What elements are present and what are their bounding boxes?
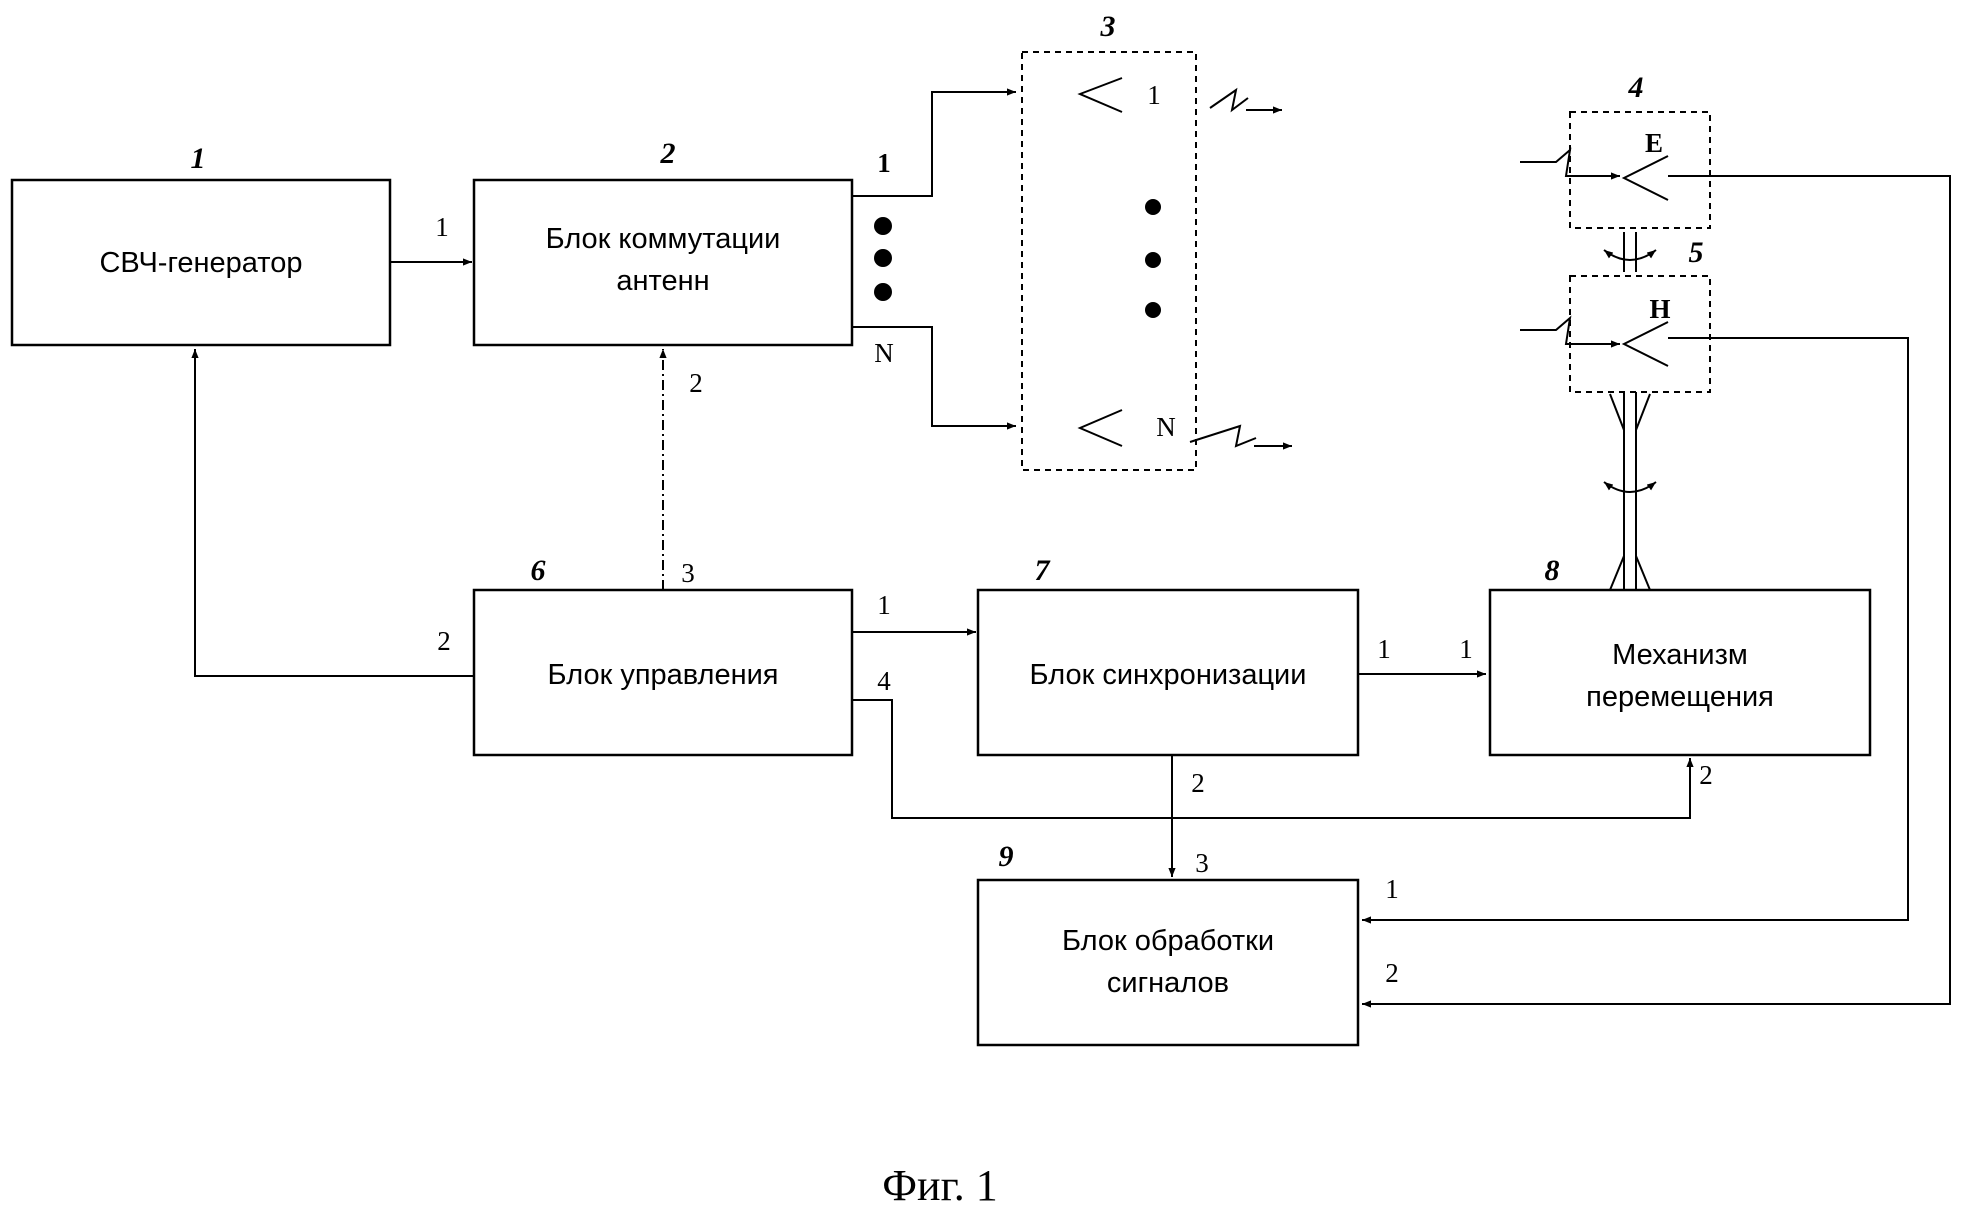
block-7-label: Блок синхронизации <box>1030 659 1307 691</box>
block-1-microwave-generator: СВЧ-генератор 1 <box>12 142 390 345</box>
port-label: N <box>874 338 894 368</box>
block-4-e-probe: 4 E <box>1520 71 1710 228</box>
port-label: 1 <box>877 148 891 178</box>
rotation-icon <box>1604 482 1656 492</box>
h-probe-incoming-icon <box>1520 318 1606 344</box>
port-label: 1 <box>435 212 449 242</box>
port-label: 1 <box>1459 634 1473 664</box>
ellipsis-dot <box>874 217 892 235</box>
block-5-number: 5 <box>1689 236 1704 269</box>
ellipsis-dot <box>874 249 892 267</box>
block-7-sync: Блок синхронизации 7 <box>978 554 1358 755</box>
port-label: 2 <box>1699 760 1713 790</box>
block-2-number: 2 <box>660 137 676 170</box>
ellipsis-dot <box>1145 252 1161 268</box>
e-probe-incoming-icon <box>1520 150 1606 176</box>
block-2-antenna-switch: Блок коммутации антенн 2 <box>474 137 852 345</box>
antenna-n-label: N <box>1156 412 1176 442</box>
block-8-number: 8 <box>1545 554 1560 587</box>
block-1-number: 1 <box>191 142 206 175</box>
block-3-number: 3 <box>1100 10 1116 43</box>
antenna-1-icon <box>1080 78 1122 112</box>
block-1-label: СВЧ-генератор <box>99 247 302 279</box>
block-2-label-line2: антенн <box>616 265 709 297</box>
h-probe-label: H <box>1649 294 1670 324</box>
port-label: 2 <box>437 626 451 656</box>
radiation-n-icon <box>1190 426 1256 446</box>
port-label: 1 <box>1385 874 1399 904</box>
port-label: 2 <box>1385 958 1399 988</box>
block-2-label-line1: Блок коммутации <box>546 223 781 255</box>
port-label: 1 <box>1377 634 1391 664</box>
block-9-signal-processing: Блок обработки сигналов 9 <box>978 840 1358 1045</box>
block-7-number: 7 <box>1035 554 1051 587</box>
ellipsis-dot <box>1145 302 1161 318</box>
port-label: 3 <box>681 558 695 588</box>
ellipsis-dot <box>874 283 892 301</box>
h-probe-antenna-icon <box>1624 322 1668 366</box>
block-6-label: Блок управления <box>548 659 779 691</box>
block-4-number: 4 <box>1628 71 1644 104</box>
block-9-label-line2: сигналов <box>1107 967 1229 999</box>
antenna-n-icon <box>1080 410 1122 446</box>
radiation-1-icon <box>1210 90 1248 110</box>
block-9-label-line1: Блок обработки <box>1062 925 1274 957</box>
port-label: 2 <box>689 368 703 398</box>
block-9-number: 9 <box>999 840 1014 873</box>
block-8-label-line2: перемещения <box>1586 681 1774 713</box>
antenna-1-label: 1 <box>1147 80 1161 110</box>
port-label: 2 <box>1191 768 1205 798</box>
block-5-h-probe: 5 H <box>1520 232 1710 392</box>
e-probe-antenna-icon <box>1624 156 1668 200</box>
rotation-icon <box>1604 250 1656 260</box>
block-8-label-line1: Механизм <box>1612 639 1748 671</box>
ellipsis-dot <box>1145 199 1161 215</box>
block-3-antenna-array: 3 1 N <box>1022 10 1292 470</box>
port-label: 3 <box>1195 848 1209 878</box>
e-probe-label: E <box>1645 128 1663 158</box>
port-label: 1 <box>877 590 891 620</box>
block-8-movement-mechanism: Механизм перемещения 8 <box>1490 554 1870 755</box>
figure-caption: Фиг. 1 <box>882 1161 997 1210</box>
port-label: 4 <box>877 666 891 696</box>
block-6-number: 6 <box>531 554 546 587</box>
